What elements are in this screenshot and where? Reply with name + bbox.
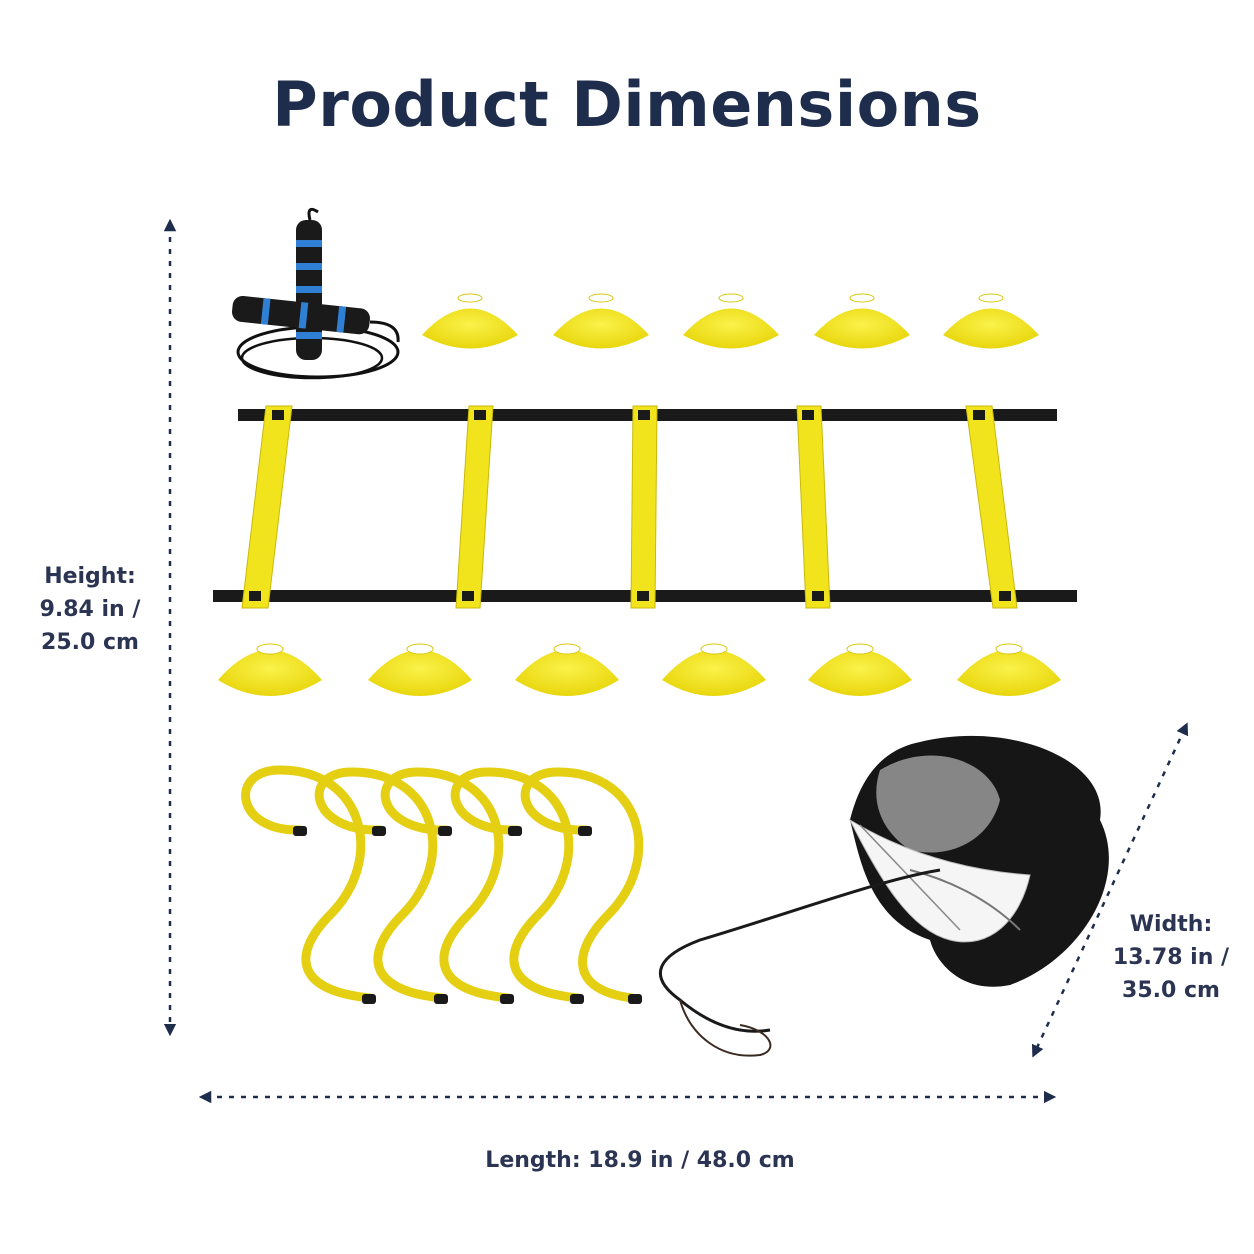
width-label-title: Width:: [1129, 912, 1213, 937]
disc-cone-icon: [218, 643, 322, 696]
disc-cone-icon: [943, 293, 1039, 349]
disc-cone-icon: [814, 293, 910, 349]
length-label: Length: 18.9 in / 48.0 cm: [485, 1148, 795, 1173]
width-label-cm: 35.0 cm: [1122, 978, 1220, 1003]
disc-cone-icon: [368, 643, 472, 696]
disc-cone-icon: [662, 643, 766, 696]
height-label-cm: 25.0 cm: [41, 630, 139, 655]
page-title: Product Dimensions: [272, 68, 982, 141]
disc-cone-icon: [515, 643, 619, 696]
agility-ladder-icon: [213, 405, 1077, 609]
width-label: Width: 13.78 in / 35.0 cm: [1096, 908, 1246, 1007]
hurdle-end-caps: [293, 826, 642, 1004]
jump-rope-icon: [232, 207, 400, 380]
height-label: Height: 9.84 in / 25.0 cm: [20, 560, 160, 659]
disc-cone-icon: [957, 643, 1061, 696]
height-label-title: Height:: [44, 564, 136, 589]
disc-cone-icon: [683, 293, 779, 349]
width-label-inches: 13.78 in /: [1112, 945, 1230, 970]
disc-cone-icon: [808, 643, 912, 696]
resistance-parachute-icon: [658, 735, 1109, 1057]
hurdle-icon: [241, 765, 644, 1003]
disc-cone-icon: [422, 293, 518, 349]
height-label-inches: 9.84 in /: [39, 597, 141, 622]
disc-cone-icon: [553, 293, 649, 349]
